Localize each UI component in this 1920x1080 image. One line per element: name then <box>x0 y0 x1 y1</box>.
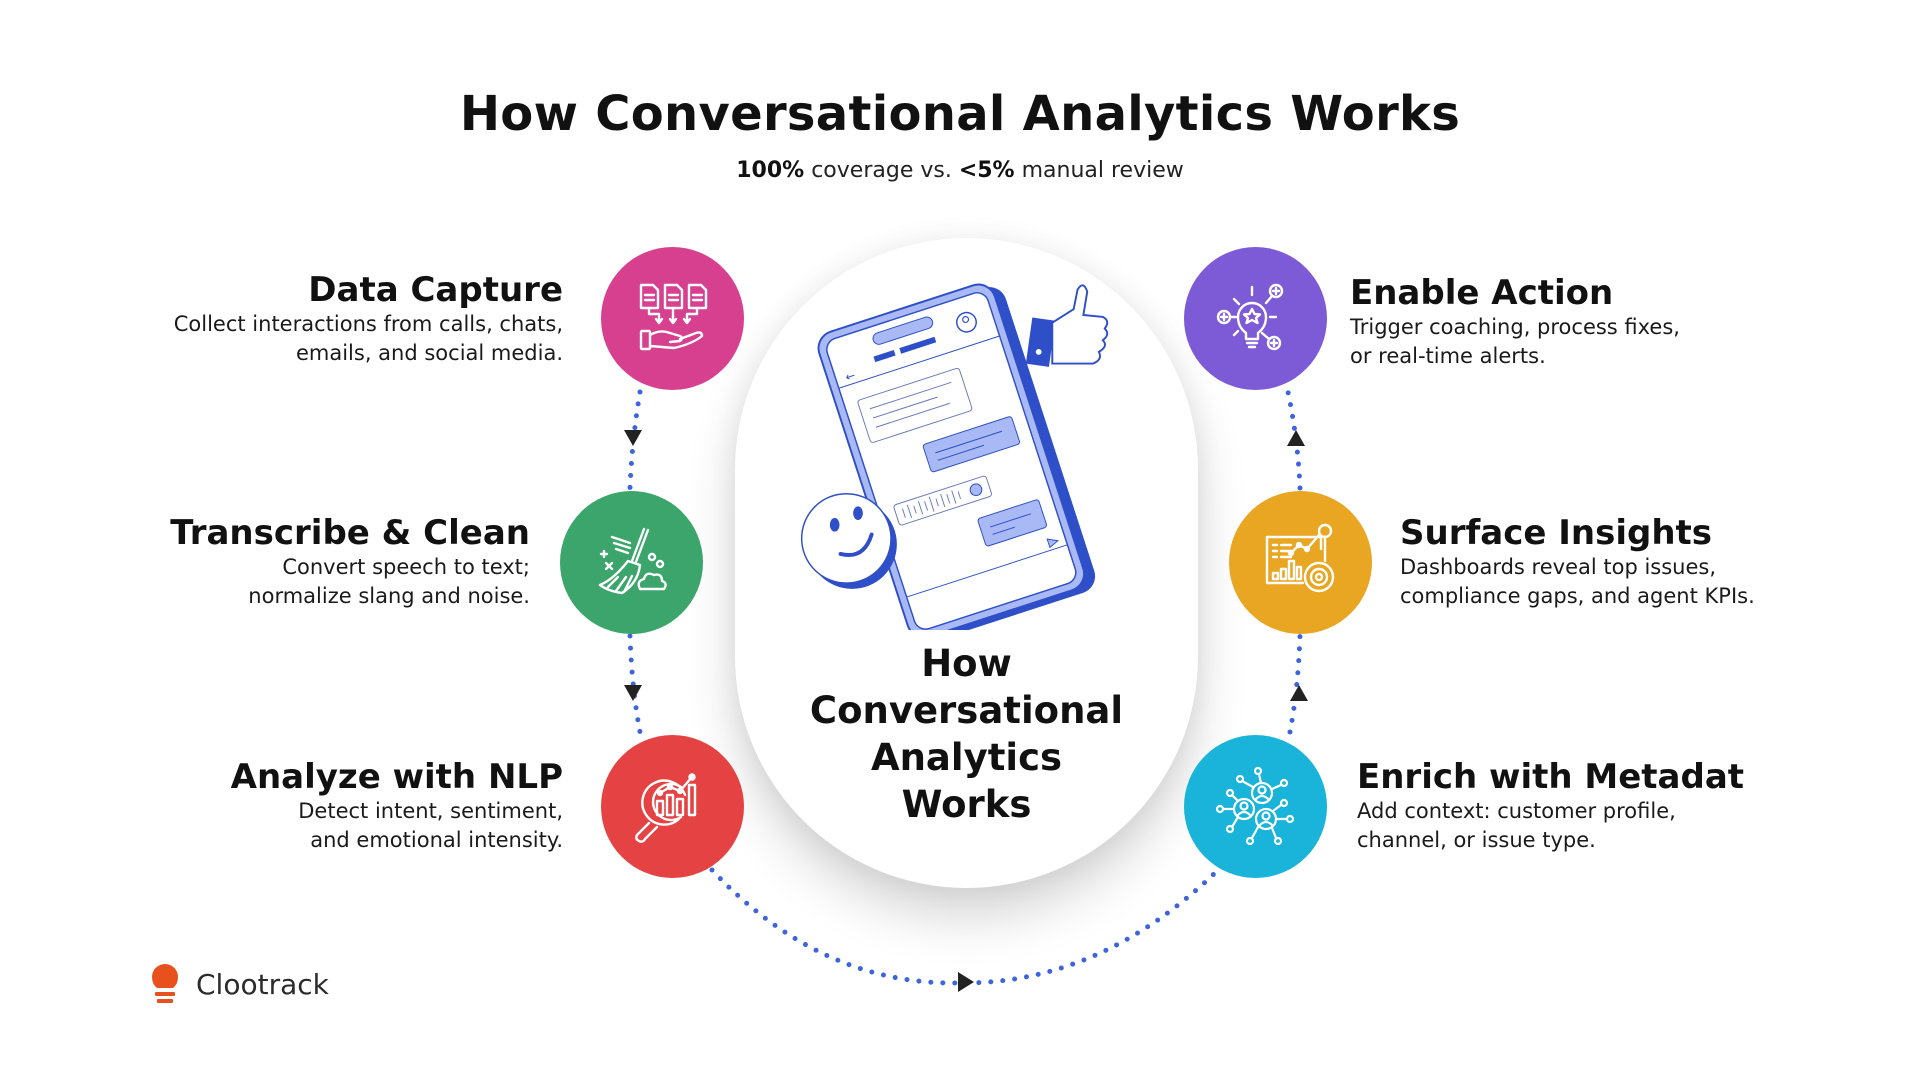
lightbulb-star-icon <box>1216 283 1283 350</box>
broom-icon <box>598 527 667 594</box>
step-title: Enrich with Metadat <box>1357 757 1745 797</box>
phone-chat-illustration: ← <box>800 283 1109 630</box>
step-desc-line-1: Convert speech to text; <box>282 555 530 579</box>
center-line-1: How <box>921 642 1012 685</box>
step-desc-line-1: Add context: customer profile, <box>1357 799 1676 823</box>
step-circle-enable-action <box>1184 247 1327 390</box>
step-analyze-nlp: Analyze with NLP Detect intent, sentimen… <box>103 757 563 855</box>
user-network-icon <box>1215 766 1294 845</box>
step-desc-line-2: emails, and social media. <box>295 341 563 365</box>
step-circle-analyze <box>601 735 744 878</box>
center-line-4: Works <box>901 783 1032 826</box>
subtitle-text-1: coverage vs. <box>804 158 959 183</box>
lightbulb-logo-icon <box>152 964 178 1003</box>
step-title: Data Capture <box>308 270 563 310</box>
step-enable-action: Enable Action Trigger coaching, process … <box>1350 273 1810 371</box>
subtitle-manual: <5% <box>958 158 1015 183</box>
thumbs-up-icon <box>1025 284 1109 367</box>
brand-name: Clootrack <box>196 967 329 1001</box>
step-desc-line-2: and emotional intensity. <box>310 828 563 852</box>
step-desc-line-2: compliance gaps, and agent KPIs. <box>1400 584 1755 608</box>
brand-logo[interactable]: Clootrack <box>150 962 329 1006</box>
step-circle-surface-insights <box>1229 491 1372 634</box>
step-desc-line-2: or real-time alerts. <box>1350 344 1546 368</box>
step-title: Surface Insights <box>1400 513 1713 553</box>
center-line-3: Analytics <box>870 736 1063 779</box>
step-data-capture: Data Capture Collect interactions from c… <box>103 270 563 368</box>
subtitle: 100% coverage vs. <5% manual review <box>0 158 1920 183</box>
arrow-down-2 <box>624 685 642 701</box>
svg-text:←: ← <box>843 368 857 384</box>
step-desc-line-1: Collect interactions from calls, chats, <box>173 312 563 336</box>
page-title: How Conversational Analytics Works <box>459 86 1461 142</box>
step-desc-line-1: Detect intent, sentiment, <box>298 799 563 823</box>
dashboard-icon <box>1265 523 1334 592</box>
step-desc-line-1: Dashboards reveal top issues, <box>1400 555 1717 579</box>
step-enrich-metadata: Enrich with Metadat Add context: custome… <box>1357 757 1817 855</box>
subtitle-coverage: 100% <box>736 158 805 183</box>
center-title: How Conversational Analytics Works <box>735 640 1198 828</box>
step-title: Enable Action <box>1350 273 1614 313</box>
step-circle-transcribe <box>560 491 703 634</box>
magnifier-chart-icon <box>634 772 696 843</box>
step-circle-enrich <box>1184 735 1327 878</box>
step-transcribe-clean: Transcribe & Clean Convert speech to tex… <box>70 513 530 611</box>
step-title: Transcribe & Clean <box>170 513 530 553</box>
step-surface-insights: Surface Insights Dashboards reveal top i… <box>1400 513 1860 611</box>
step-circle-data-capture <box>601 247 744 390</box>
arrow-right-bottom <box>958 972 974 992</box>
step-desc-line-2: channel, or issue type. <box>1357 828 1596 852</box>
arrow-up-2 <box>1287 430 1305 446</box>
subtitle-text-2: manual review <box>1014 158 1184 183</box>
step-desc-line-2: normalize slang and noise. <box>248 584 530 608</box>
arrow-down-1 <box>624 430 642 446</box>
step-title: Analyze with NLP <box>230 757 563 797</box>
smiley-icon <box>800 492 897 589</box>
center-line-2: Conversational <box>809 689 1124 732</box>
arrow-up-1 <box>1290 685 1308 701</box>
documents-to-hand-icon <box>639 283 707 350</box>
step-desc-line-1: Trigger coaching, process fixes, <box>1350 315 1680 339</box>
